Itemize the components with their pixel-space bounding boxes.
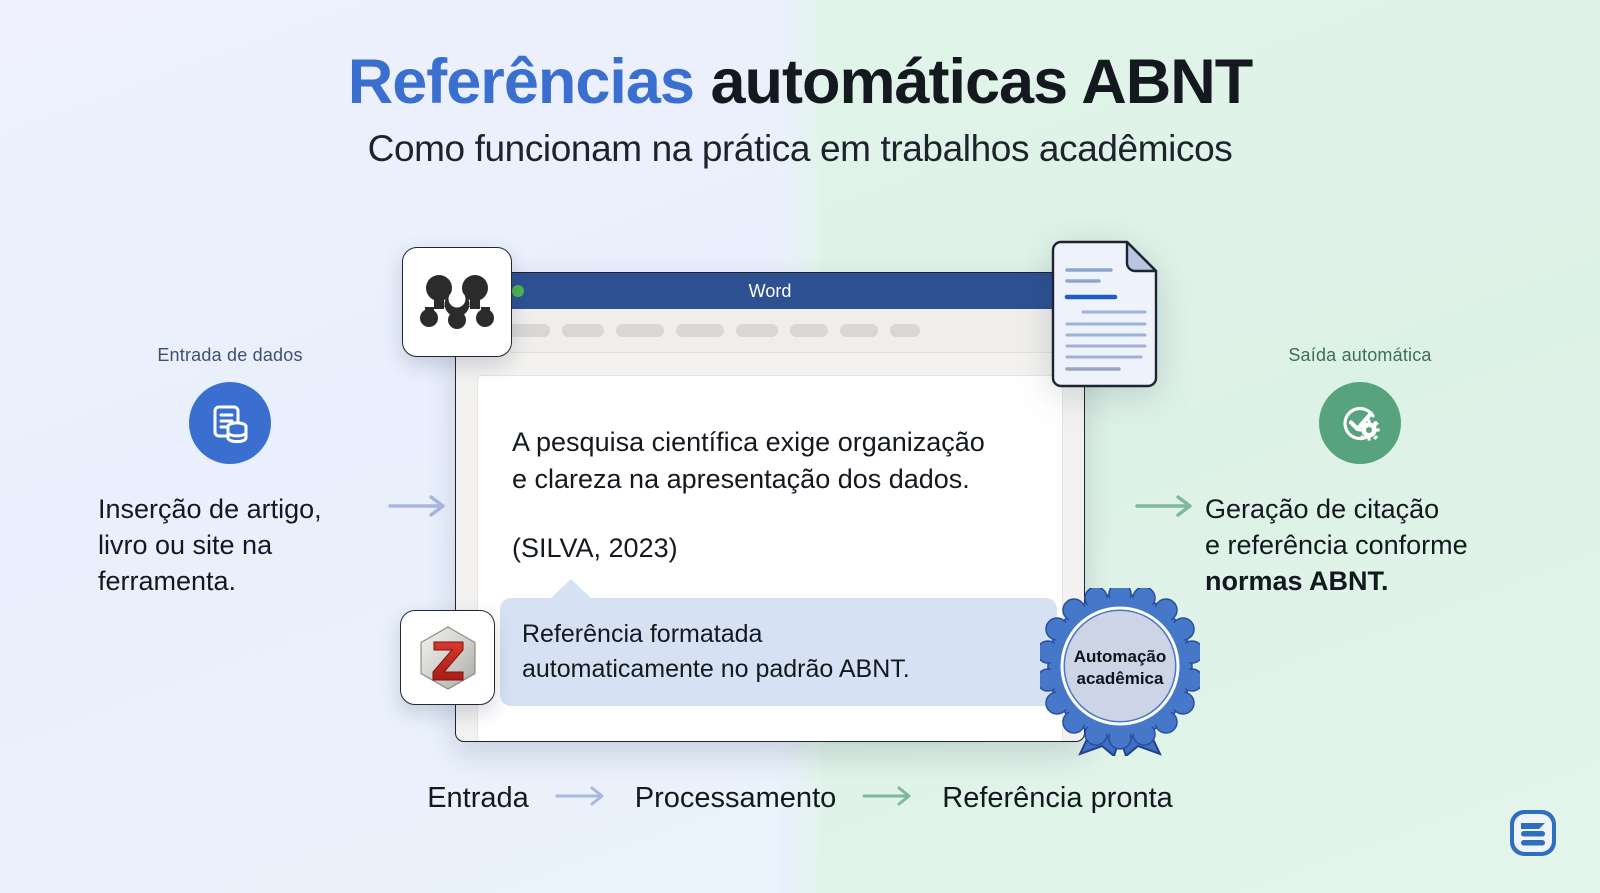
output-column: Saída automática — [1195, 345, 1525, 600]
page-title: Referências automáticas ABNT — [0, 48, 1600, 116]
status-badge: Automação acadêmica — [1036, 582, 1204, 758]
paragraph-line-2: e clareza na apresentação dos dados. — [512, 464, 970, 495]
document-paragraph: A pesquisa científica exige organização … — [512, 424, 1028, 499]
arrow-input-to-window — [388, 493, 450, 524]
mendeley-logo-card[interactable] — [402, 247, 512, 357]
reference-callout: Referência formatada automaticamente no … — [500, 579, 1057, 706]
title-rest: automáticas ABNT — [693, 47, 1253, 117]
document-file-icon — [1047, 240, 1162, 388]
paragraph-line-1: A pesquisa científica exige organização — [512, 427, 985, 457]
input-desc-line-3: ferramenta. — [98, 565, 237, 596]
document-lines-logo-icon[interactable] — [1505, 805, 1561, 861]
ribbon-item[interactable] — [790, 324, 828, 337]
ribbon-item[interactable] — [562, 324, 604, 337]
maximize-icon[interactable] — [512, 285, 524, 297]
flow-arrow-1 — [555, 785, 609, 812]
output-desc-line-2: e referência conforme — [1205, 529, 1468, 560]
title-highlight: Referências — [347, 47, 695, 117]
callout-line-2: automaticamente no padrão ABNT. — [522, 654, 910, 683]
input-column: Entrada de dados Inserção de artigo, — [65, 345, 395, 600]
zotero-logo-card[interactable] — [400, 610, 495, 705]
window-title: Word — [748, 280, 792, 301]
document-database-icon — [189, 382, 271, 464]
input-kicker: Entrada de dados — [157, 345, 303, 365]
flow-arrow-2 — [862, 785, 916, 812]
output-desc-line-1: Geração de citação — [1205, 494, 1440, 524]
flow-step-referencia-pronta: Referência pronta — [942, 782, 1173, 814]
window-ribbon[interactable] — [456, 309, 1084, 353]
ribbon-item[interactable] — [840, 324, 878, 337]
header: Referências automáticas ABNT Como funcio… — [0, 48, 1600, 170]
output-kicker: Saída automática — [1288, 345, 1432, 365]
callout-line-1: Referência formatada — [522, 620, 763, 648]
citation-text: (SILVA, 2023) — [512, 532, 678, 563]
input-description: Inserção de artigo, livro ou site na fer… — [65, 492, 395, 600]
document-page[interactable]: A pesquisa científica exige organização … — [478, 376, 1062, 741]
flow-step-processamento: Processamento — [634, 782, 837, 814]
output-desc-line-3: normas ABNT. — [1205, 565, 1389, 596]
mendeley-logo-icon — [420, 275, 494, 329]
zotero-logo-icon — [419, 625, 476, 690]
ribbon-item[interactable] — [736, 324, 778, 337]
flow-steps: Entrada Processamento Referência pronta — [0, 782, 1600, 815]
ribbon-item[interactable] — [616, 324, 664, 337]
ribbon-item[interactable] — [676, 324, 724, 337]
flow-step-entrada: Entrada — [427, 782, 529, 814]
input-desc-line-2: livro ou site na — [98, 529, 273, 560]
arrow-window-to-output — [1135, 493, 1197, 524]
ribbon-item[interactable] — [890, 324, 920, 337]
page-subtitle: Como funcionam na prática em trabalhos a… — [367, 128, 1233, 170]
input-desc-line-1: Inserção de artigo, — [98, 494, 322, 524]
word-window[interactable]: Word A pesquisa científica exige organiz… — [455, 272, 1085, 742]
window-titlebar[interactable]: Word — [456, 273, 1084, 309]
output-description: Geração de citação e referência conforme… — [1195, 492, 1540, 600]
check-gear-icon — [1319, 382, 1401, 464]
